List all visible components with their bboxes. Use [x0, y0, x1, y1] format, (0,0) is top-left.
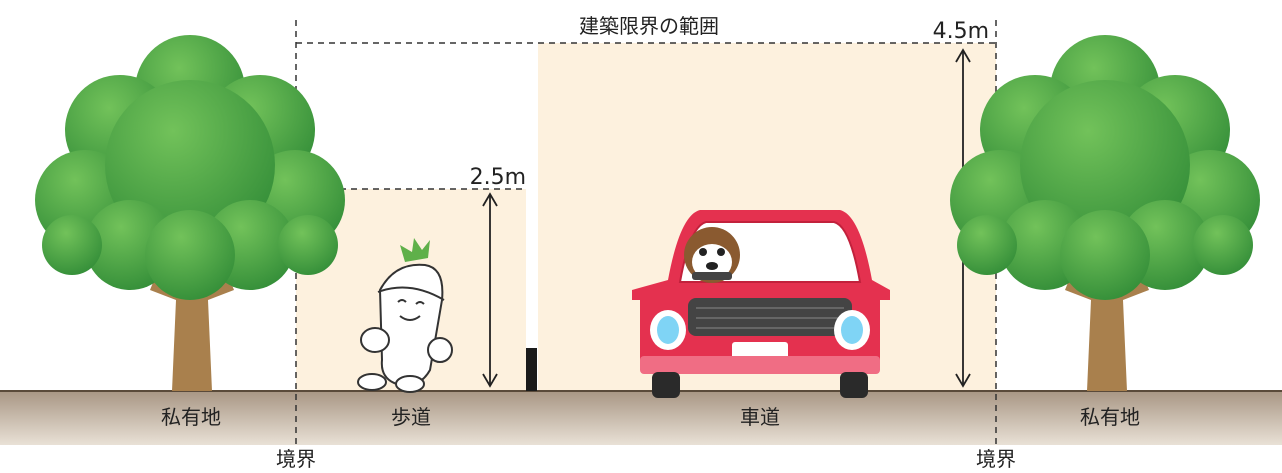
- tree-right-illustration: [950, 35, 1260, 391]
- radish-mascot-illustration: [357, 238, 453, 393]
- tree-left-illustration: [35, 35, 345, 391]
- sidewalk-height-arrow: [482, 192, 498, 388]
- boundary-left-label: 境界: [276, 447, 316, 471]
- sidewalk-height-label: 2.5m: [470, 165, 526, 190]
- ground: [0, 391, 1282, 445]
- curb-post: [526, 348, 537, 391]
- roadway-label: 車道: [740, 405, 780, 429]
- boundary-right-label: 境界: [976, 447, 1016, 471]
- private-land-left-label: 私有地: [161, 405, 221, 429]
- car-illustration: [632, 210, 890, 398]
- clearance-range-label: 建築限界の範囲: [579, 14, 719, 38]
- private-land-right-label: 私有地: [1080, 405, 1140, 429]
- dog-driver: [684, 227, 740, 283]
- roadway-height-label: 4.5m: [933, 19, 989, 44]
- sidewalk-label: 歩道: [391, 405, 431, 429]
